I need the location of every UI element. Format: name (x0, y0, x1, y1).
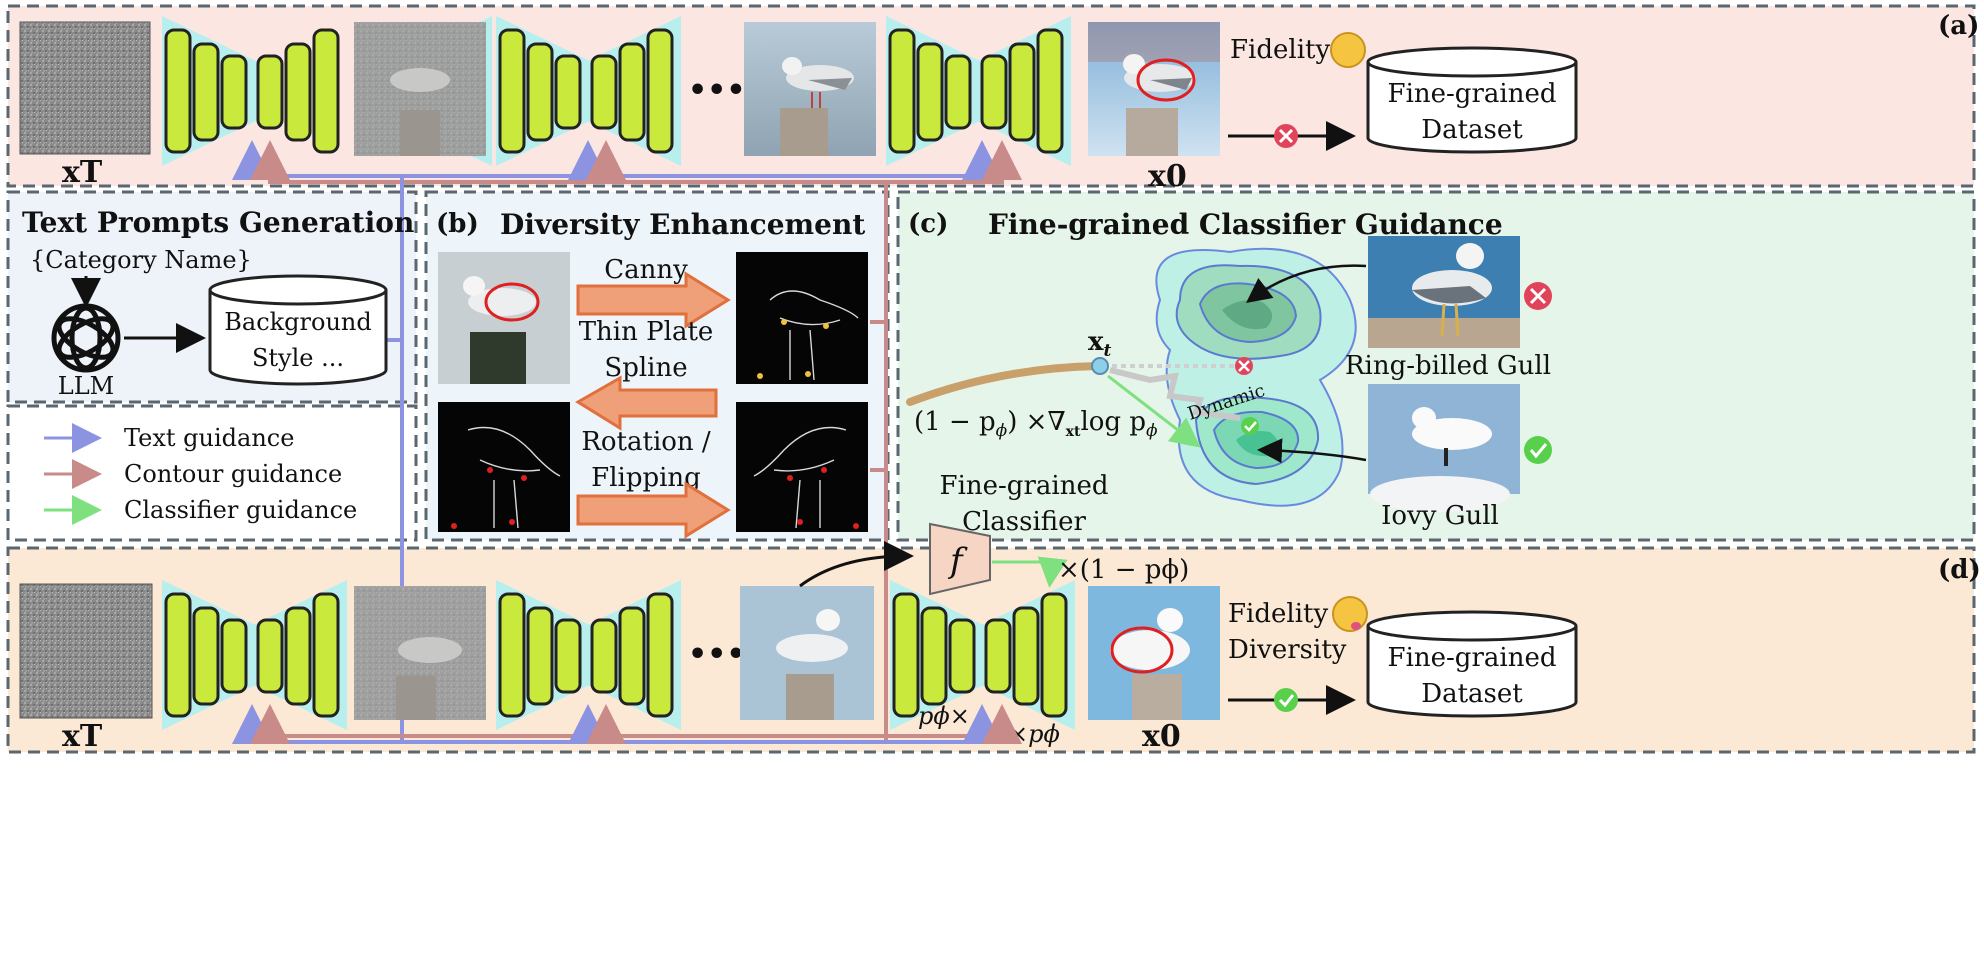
classifier-label-1: Fine-grained (940, 471, 1109, 501)
panel-c: (c) Fine-grained Classifier Guidance xt … (906, 208, 1552, 531)
rotated-edge-image (736, 402, 868, 532)
dataset-line2: Dataset (1421, 115, 1523, 145)
dataset-line2: Dataset (1421, 679, 1523, 709)
canny-arrow (576, 271, 731, 329)
unet-block (496, 580, 681, 730)
density-contours (1155, 247, 1357, 507)
diversity-label: Diversity (1228, 635, 1347, 665)
guidance-lines-bottom (232, 704, 1022, 744)
canny-edge-image (736, 252, 868, 384)
ring-billed-gull-label: Ring-billed Gull (1345, 351, 1551, 381)
rotation-arrow (576, 481, 731, 539)
panel-b-tag: (b) (436, 209, 479, 239)
unet-block (496, 16, 681, 166)
classifier-f-block (929, 522, 991, 596)
highlight-ellipse (484, 282, 540, 322)
bird-image (740, 586, 874, 720)
background-style-cylinder: Background Style ... (208, 274, 388, 386)
noisy-bird-image (354, 22, 486, 156)
ellipsis: ••• (688, 73, 746, 108)
panel-c-tag: (c) (908, 209, 948, 239)
noisy-bird-image (354, 586, 486, 720)
noise-image-xT (19, 21, 151, 155)
classifier-label-2: Classifier (962, 507, 1086, 537)
panel-a: xT (19, 11, 1979, 194)
background-line1: Background (224, 308, 372, 336)
fidelity-label: Fidelity (1228, 599, 1328, 629)
unet-block (162, 580, 347, 730)
panel-a-tag: (a) (1938, 11, 1979, 41)
guidance-lines-top (232, 140, 1022, 742)
xt-label: xt (1088, 327, 1112, 361)
dataset-cylinder: Fine-grained Dataset (1366, 610, 1578, 718)
clean-bird-image-x0 (1088, 586, 1220, 720)
unet-block (890, 580, 1075, 730)
llm-logo-icon (51, 303, 121, 373)
xt-point (1091, 357, 1109, 375)
panel-b: (b) Diversity Enhancement (436, 208, 868, 539)
ellipsis: ••• (688, 637, 746, 672)
bird-photo (438, 252, 570, 384)
iovy-gull-photo (1368, 384, 1520, 512)
legend-text-guidance: Text guidance (124, 424, 294, 452)
llm-label: LLM (58, 372, 114, 400)
dataset-cylinder: Fine-grained Dataset (1366, 46, 1578, 154)
mult-left: pϕ× (918, 702, 970, 730)
tps-arrow (575, 375, 718, 431)
panel-d: xT ••• (19, 471, 1981, 754)
highlight-ellipse (1110, 626, 1174, 674)
ring-billed-gull-photo (1368, 236, 1520, 348)
rotation-label-1: Rotation / (581, 427, 711, 457)
thinking-face-icon (1330, 32, 1366, 68)
sampling-trajectory (906, 362, 1102, 406)
noise-image-xT (19, 583, 153, 719)
highlight-ellipse (1136, 58, 1196, 102)
panel-b-title: Diversity Enhancement (500, 208, 865, 241)
check-icon (1241, 417, 1259, 435)
clean-bird-image-x0 (1088, 22, 1220, 156)
check-icon (1524, 436, 1552, 464)
mult-right: ×pϕ (1008, 720, 1060, 748)
dataset-line1: Fine-grained (1388, 643, 1557, 673)
x0-label: x0 (1142, 719, 1181, 754)
background-line2: Style ... (252, 344, 344, 372)
tps-edge-image (438, 402, 570, 532)
panel-d-tag: (d) (1938, 555, 1981, 585)
canny-label: Canny (604, 255, 688, 285)
panel-c-title: Fine-grained Classifier Guidance (988, 208, 1503, 241)
dataset-line1: Fine-grained (1388, 79, 1557, 109)
unet-block (886, 16, 1071, 166)
text-prompts-title: Text Prompts Generation (22, 206, 414, 239)
legend-classifier-guidance: Classifier guidance (124, 496, 357, 524)
legend-contour-guidance: Contour guidance (124, 460, 342, 488)
xT-label: xT (62, 155, 103, 190)
yum-face-icon (1332, 596, 1368, 632)
legend: Text guidance Contour guidance Classifie… (44, 423, 357, 525)
category-name: {Category Name} (30, 246, 252, 274)
mult-top: ×(1 − pϕ) (1058, 555, 1189, 585)
iovy-gull-label: Iovy Gull (1381, 501, 1499, 531)
x0-label: x0 (1148, 159, 1187, 194)
guidance-formula: (1 − pϕ) ×∇xtlog pϕ (914, 407, 1158, 441)
xT-label: xT (62, 719, 103, 754)
bird-image (744, 22, 876, 156)
text-prompts-panel: Text Prompts Generation {Category Name} … (22, 206, 414, 400)
fidelity-label: Fidelity (1230, 35, 1330, 65)
check-icon (1274, 688, 1298, 712)
tps-label-1: Thin Plate (579, 317, 714, 347)
rotation-label-2: Flipping (591, 463, 701, 493)
